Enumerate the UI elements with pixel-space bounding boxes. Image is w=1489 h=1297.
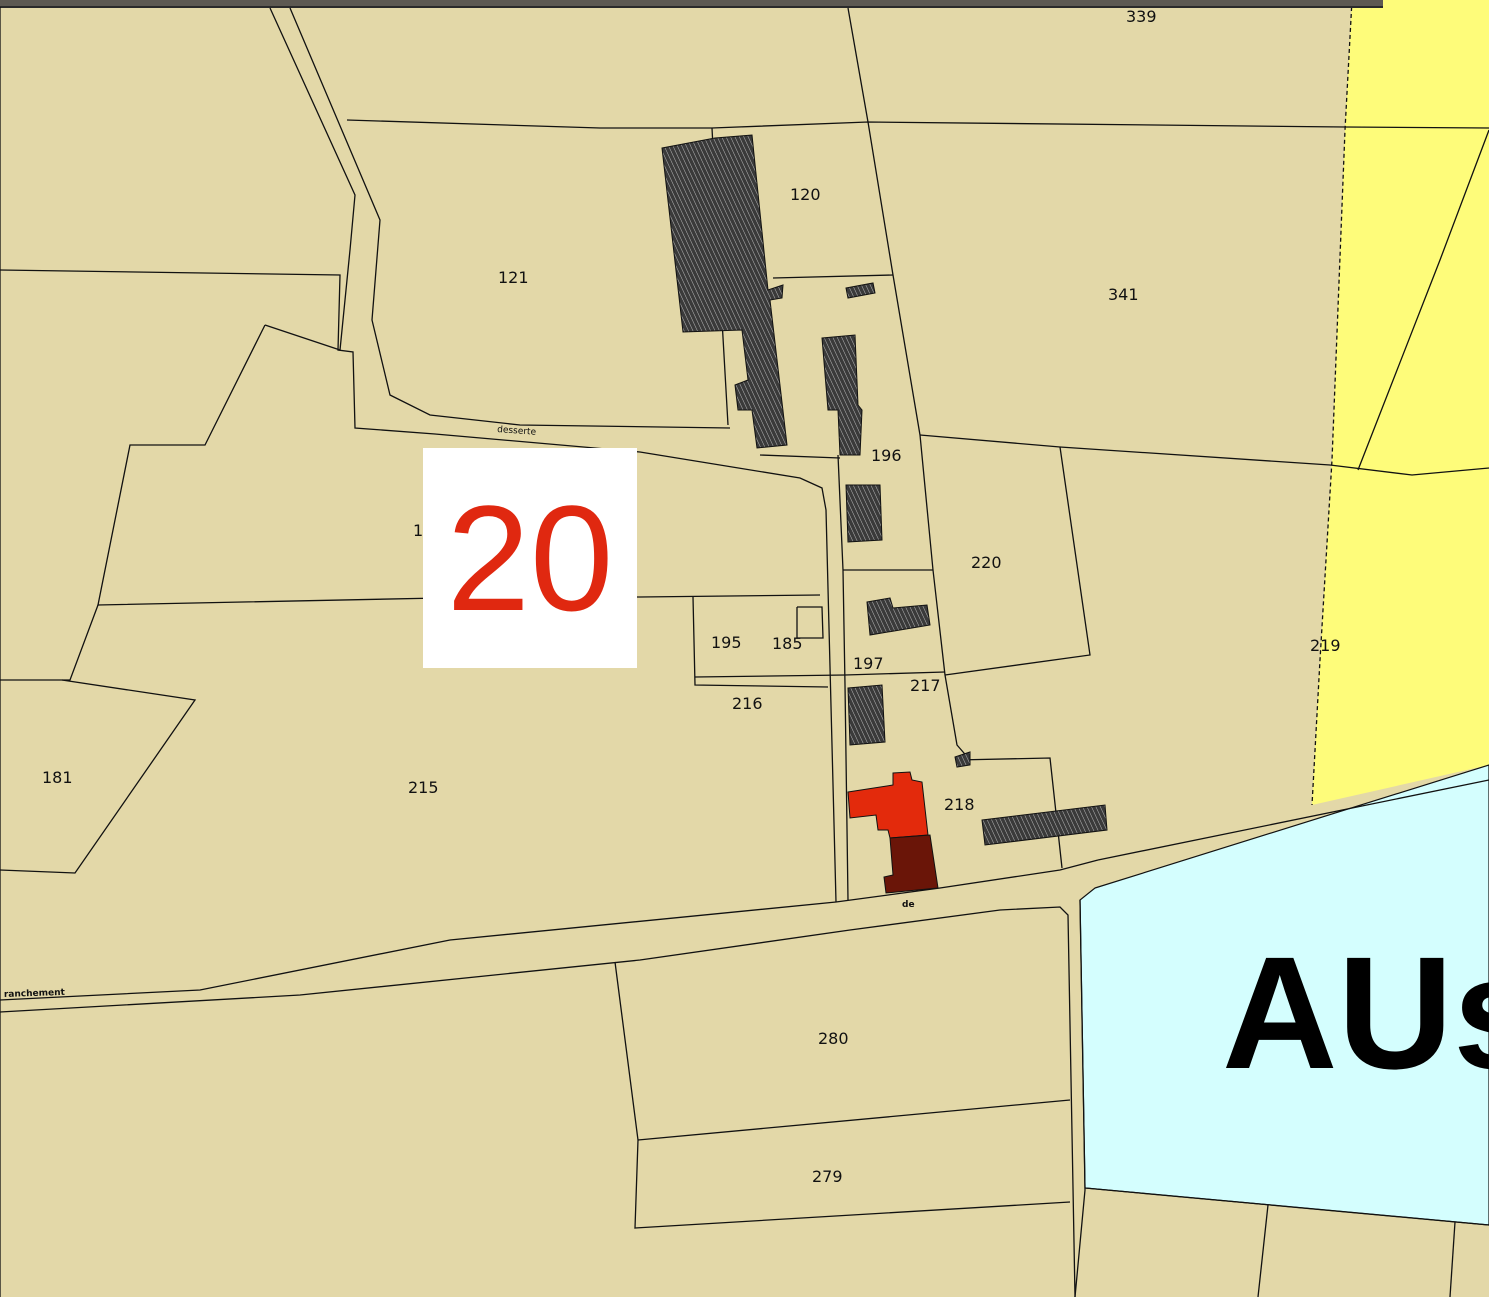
parcel-label: 120 [790,185,821,204]
location-number: 20 [446,474,614,642]
parcel-label: 280 [818,1029,849,1048]
parcel-label: 216 [732,694,763,713]
location-number-badge: 20 [423,448,637,668]
parcel-labels: 339 120 121 341 196 220 1 195 185 197 21… [42,7,1341,1186]
parcel-label: 121 [498,268,529,287]
road-label-desserte: desserte [497,425,537,438]
parcel-label: 218 [944,795,975,814]
parcel-label: 341 [1108,285,1139,304]
cyan-zone-inner-line [1097,779,1489,861]
aerial-strip [0,0,1383,8]
parcel-label: 197 [853,654,884,673]
parcel-label: 185 [772,634,803,653]
parcel-label: 339 [1126,7,1157,26]
parcel-label: 1 [413,521,423,540]
parcel-label: 217 [910,676,941,695]
parcel-label: 215 [408,778,439,797]
buildings-hatched [661,134,1108,846]
parcel-label: 220 [971,553,1002,572]
parcel-label: 195 [711,633,742,652]
parcel-lines [0,7,1489,1297]
parcel-label: 219 [1310,636,1341,655]
road-label-de: de [902,900,915,910]
parcel-label: 279 [812,1167,843,1186]
yellow-zone [1312,0,1489,805]
highlighted-building-dark[interactable] [883,834,939,894]
zone-boundary-dashed [1311,0,1353,806]
aerial-strip-edge [0,6,1383,8]
parcel-label: 181 [42,768,73,787]
zone-label: AUs [1222,923,1489,1102]
parcel-label: 196 [871,446,902,465]
road-label-branchement: ranchement [4,988,66,1000]
